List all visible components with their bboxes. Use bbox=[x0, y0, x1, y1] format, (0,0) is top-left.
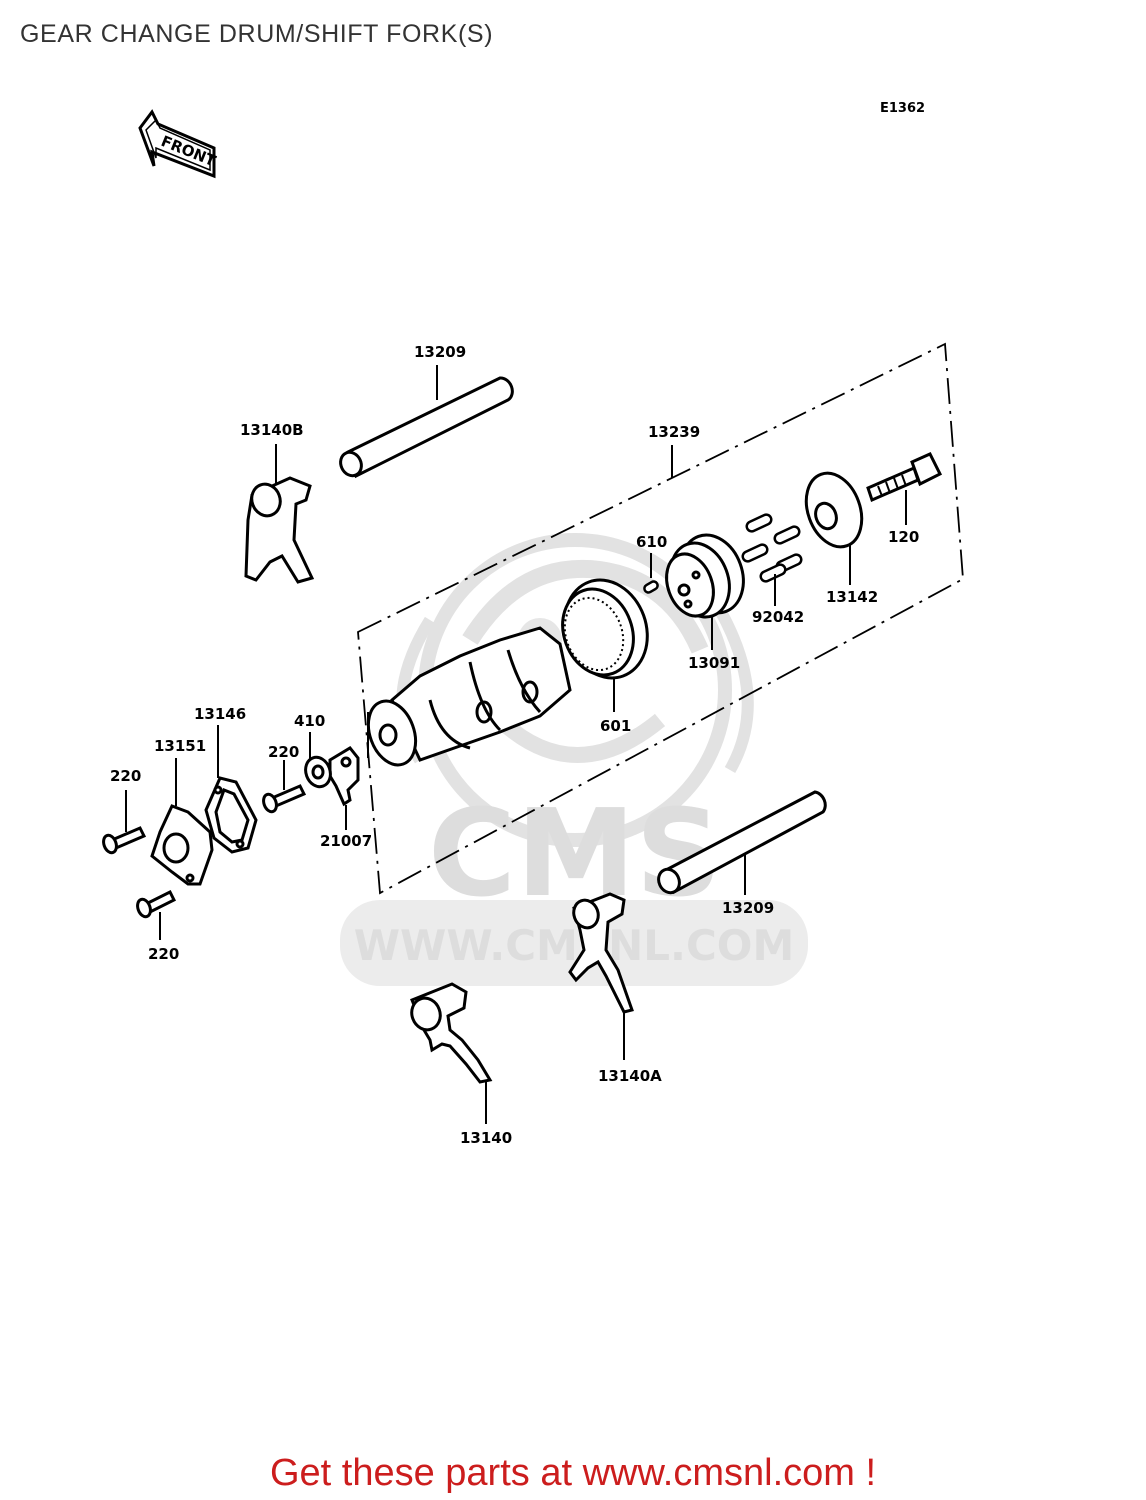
shift-drum bbox=[360, 628, 570, 772]
page-title: GEAR CHANGE DRUM/SHIFT FORK(S) bbox=[20, 20, 494, 48]
label-92042: 92042 bbox=[752, 608, 804, 626]
label-220-left-upper: 220 bbox=[110, 767, 141, 785]
watermark-banner bbox=[340, 900, 808, 986]
stopper-cover bbox=[152, 758, 212, 884]
label-120: 120 bbox=[888, 528, 919, 546]
drum-cam bbox=[658, 526, 753, 650]
bolt-220-left-lower bbox=[135, 892, 174, 940]
pin-610 bbox=[643, 553, 659, 594]
shift-rod-lower bbox=[655, 792, 825, 896]
label-13209-upper: 13209 bbox=[414, 343, 466, 361]
footer-link[interactable]: Get these parts at www.cmsnl.com ! bbox=[269, 1452, 877, 1494]
label-13091: 13091 bbox=[688, 654, 740, 672]
drum-assembly-outline bbox=[357, 342, 964, 895]
washer-410 bbox=[302, 732, 335, 790]
diagram-code: E1362 bbox=[880, 101, 925, 116]
shift-fork-a bbox=[570, 894, 632, 1060]
shift-rod-upper bbox=[337, 365, 512, 479]
label-601: 601 bbox=[600, 717, 631, 735]
label-13140a: 13140A bbox=[598, 1067, 662, 1085]
label-410: 410 bbox=[294, 712, 325, 730]
bolt-220-middle bbox=[261, 760, 304, 814]
drum-pins bbox=[741, 513, 803, 606]
label-13146: 13146 bbox=[194, 705, 246, 723]
label-21007: 21007 bbox=[320, 832, 372, 850]
bolt-220-left-upper bbox=[101, 790, 144, 855]
front-arrow-icon bbox=[138, 109, 216, 179]
shift-fork bbox=[407, 984, 490, 1124]
bearing bbox=[551, 568, 661, 712]
label-610: 610 bbox=[636, 533, 667, 551]
stopper-lever bbox=[330, 748, 358, 830]
bolt-120 bbox=[868, 454, 940, 525]
shift-fork-b bbox=[246, 444, 312, 582]
watermark-logo-text: CMS bbox=[428, 785, 722, 924]
label-13209-lower: 13209 bbox=[722, 899, 774, 917]
label-13239: 13239 bbox=[648, 423, 700, 441]
label-13140b: 13140B bbox=[240, 421, 304, 439]
holder-plate bbox=[797, 465, 872, 585]
label-13140: 13140 bbox=[460, 1129, 512, 1147]
label-220-left-lower: 220 bbox=[148, 945, 179, 963]
gasket bbox=[206, 725, 256, 852]
label-220-middle: 220 bbox=[268, 743, 299, 761]
watermark-url: WWW.CMSNL.COM bbox=[354, 921, 795, 970]
label-13142: 13142 bbox=[826, 588, 878, 606]
label-13151: 13151 bbox=[154, 737, 206, 755]
